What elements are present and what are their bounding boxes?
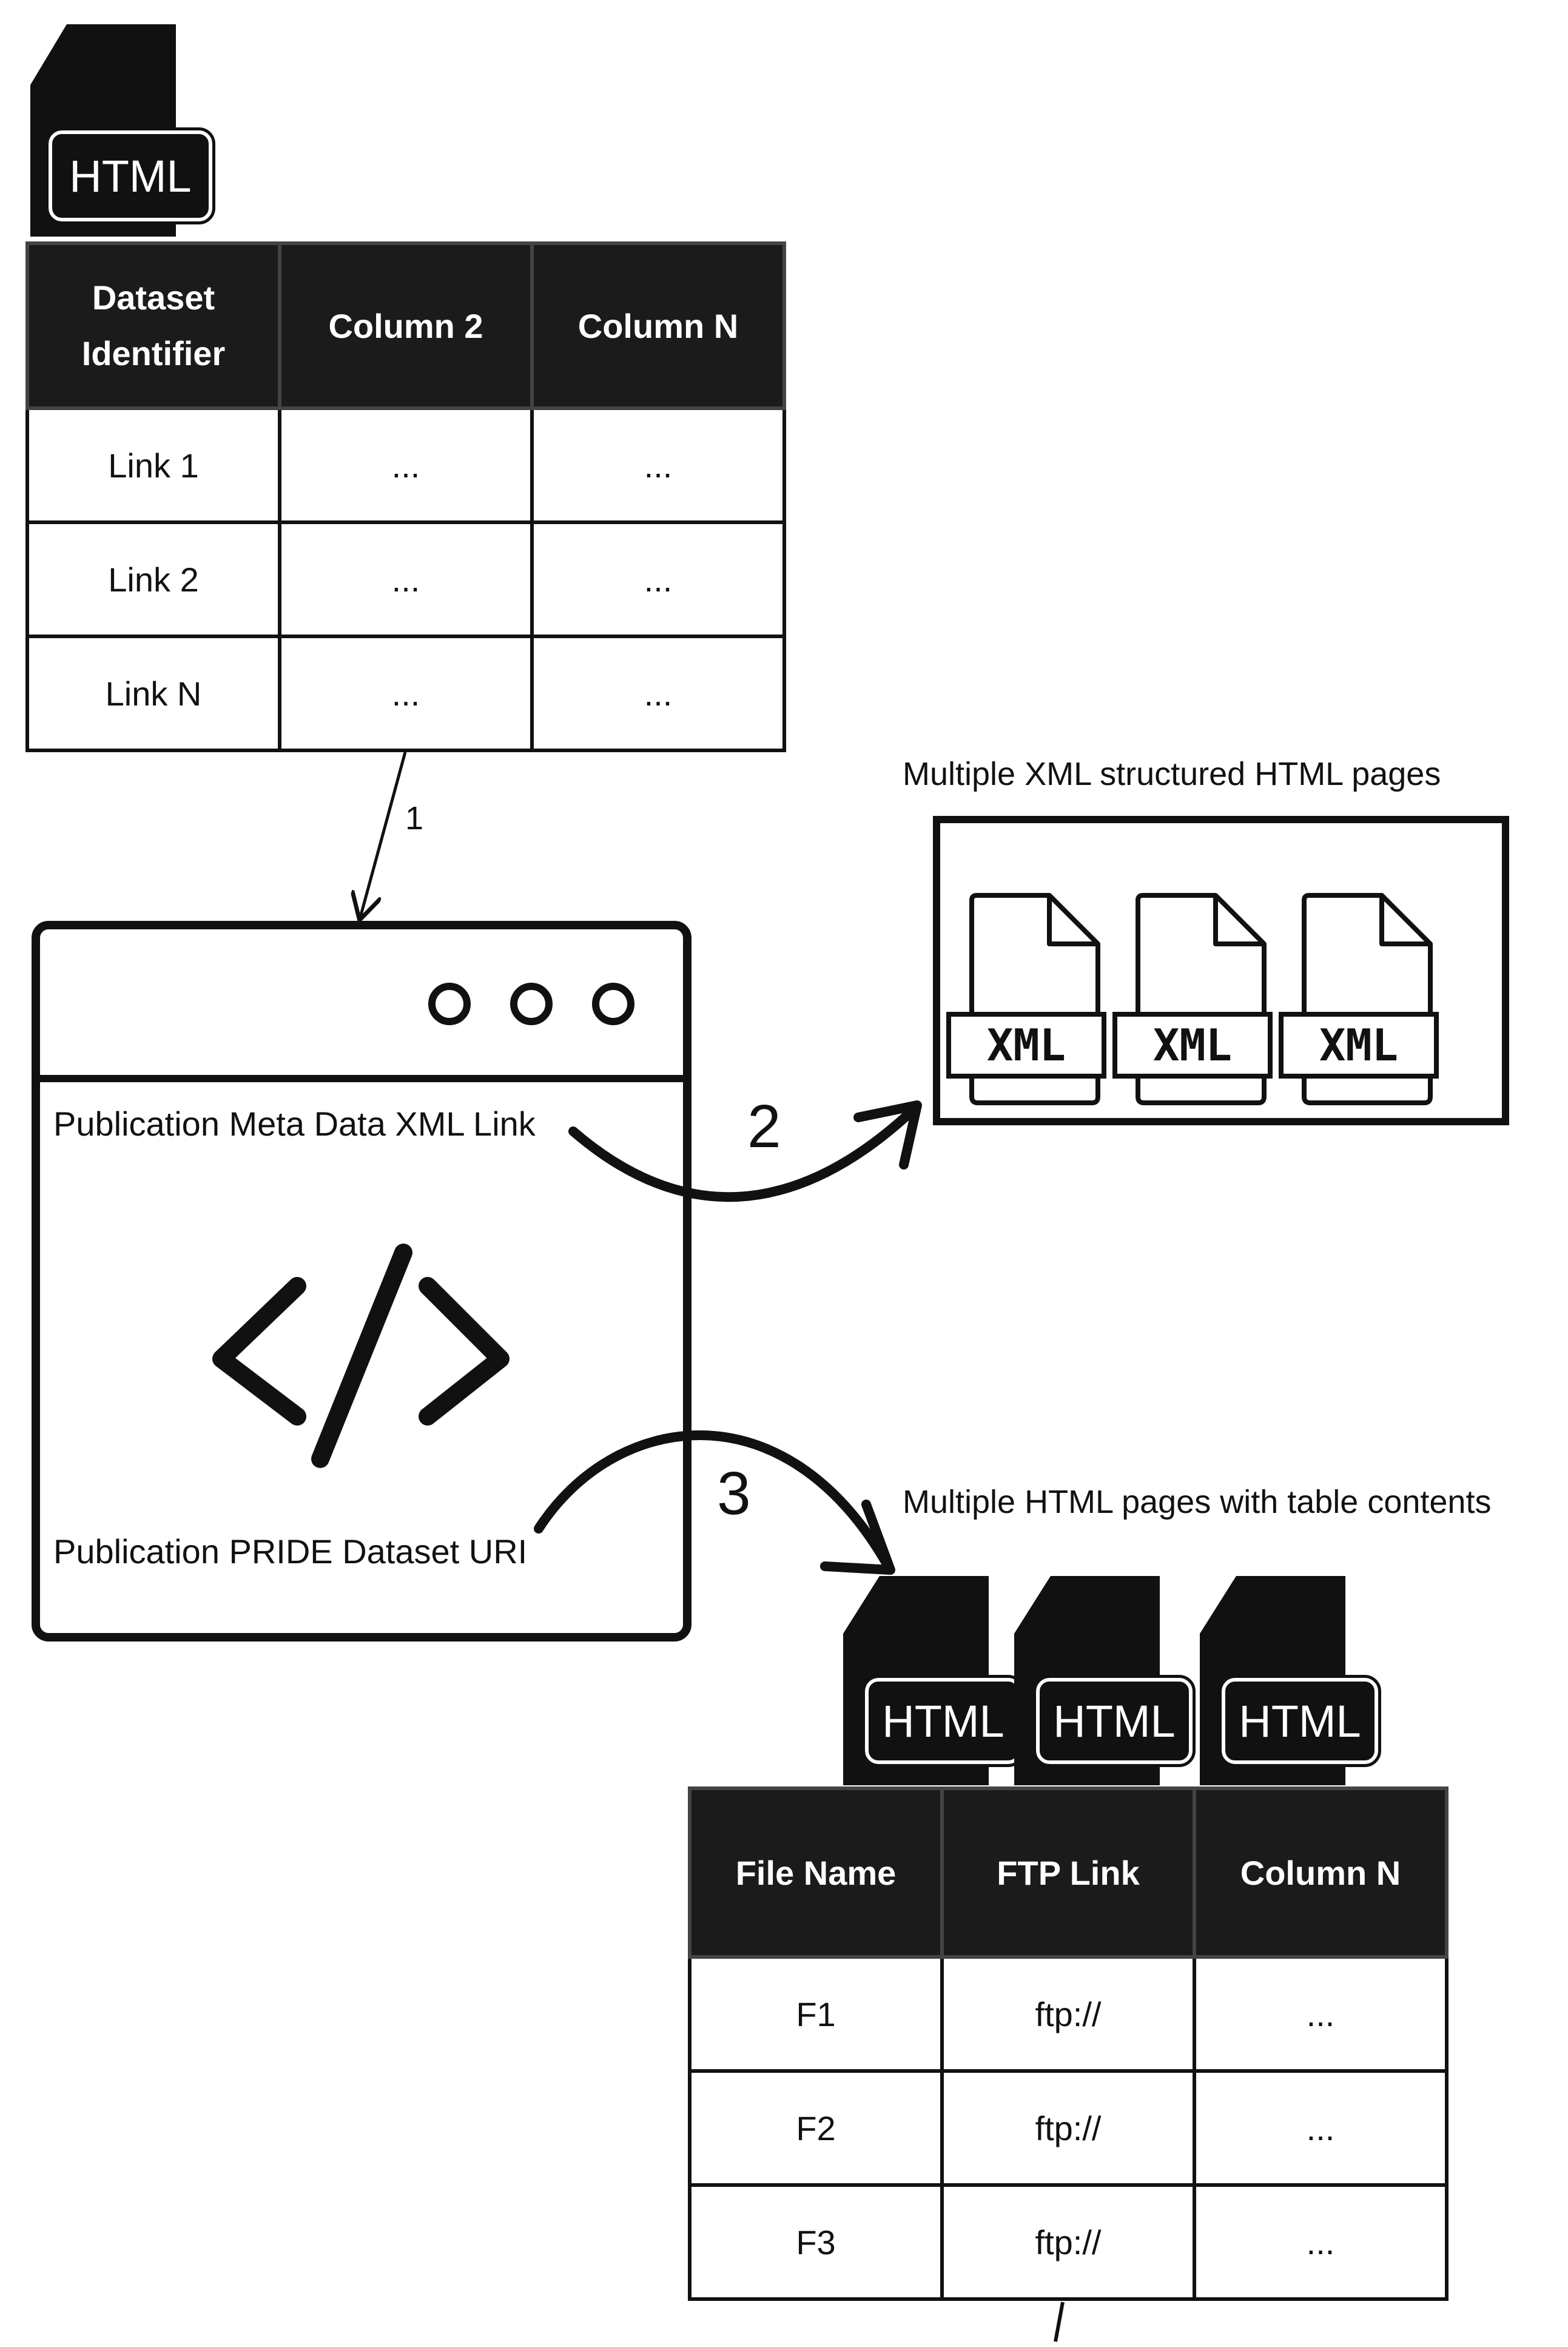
continuation-line bbox=[1054, 2302, 1065, 2342]
table-cell: ... bbox=[278, 635, 534, 752]
table-cell: ... bbox=[278, 520, 534, 638]
table-header: Dataset Identifier bbox=[25, 241, 281, 410]
html-tag: HTML bbox=[1219, 1675, 1381, 1767]
table-header: Column N bbox=[530, 241, 786, 410]
html-file-icon: HTML bbox=[843, 1576, 1025, 1785]
xml-group-caption: Multiple XML structured HTML pages bbox=[903, 756, 1441, 792]
ftp-link-cell[interactable]: ftp:// bbox=[940, 2069, 1196, 2187]
step-2-arrow bbox=[568, 1100, 922, 1202]
file-table: File Name FTP Link Column N F1 ftp:// ..… bbox=[688, 1786, 1449, 2301]
xml-tag: XML bbox=[946, 1012, 1106, 1079]
step-1-arrow bbox=[360, 752, 407, 917]
ftp-link-cell[interactable]: ftp:// bbox=[940, 2183, 1196, 2301]
dataset-table: Dataset Identifier Column 2 Column N Lin… bbox=[25, 241, 786, 752]
browser-window bbox=[32, 921, 691, 1642]
html-file-icon: HTML bbox=[30, 24, 215, 243]
file-name-cell: F2 bbox=[688, 2069, 944, 2187]
table-header: Column N bbox=[1193, 1786, 1449, 1959]
xml-tag: XML bbox=[1279, 1012, 1439, 1079]
table-row: Link 2 ... ... bbox=[25, 520, 786, 638]
html-file-icon: HTML bbox=[1200, 1576, 1382, 1785]
step-1-label: 1 bbox=[405, 800, 424, 837]
step-3-arrow bbox=[534, 1430, 895, 1575]
browser-title-bar bbox=[40, 929, 683, 1082]
html-file-icon: HTML bbox=[1014, 1576, 1196, 1785]
table-row: F3 ftp:// ... bbox=[688, 2183, 1449, 2301]
xml-link-label[interactable]: Publication Meta Data XML Link bbox=[53, 1105, 536, 1143]
table-row: F2 ftp:// ... bbox=[688, 2069, 1449, 2187]
table-cell: ... bbox=[278, 406, 534, 524]
table-cell: ... bbox=[530, 635, 786, 752]
table-cell: ... bbox=[1193, 2069, 1449, 2187]
html-tag: HTML bbox=[1033, 1675, 1196, 1767]
table-cell: ... bbox=[1193, 1955, 1449, 2073]
table-row: Link N ... ... bbox=[25, 635, 786, 752]
file-name-cell: F1 bbox=[688, 1955, 944, 2073]
table-header: Column 2 bbox=[278, 241, 534, 410]
html-group-caption: Multiple HTML pages with table contents bbox=[903, 1484, 1492, 1520]
ftp-link-cell[interactable]: ftp:// bbox=[940, 1955, 1196, 2073]
html-tag: HTML bbox=[45, 127, 215, 224]
dataset-uri-label[interactable]: Publication PRIDE Dataset URI bbox=[53, 1532, 528, 1571]
table-cell: ... bbox=[530, 520, 786, 638]
file-name-cell: F3 bbox=[688, 2183, 944, 2301]
table-row: F1 ftp:// ... bbox=[688, 1955, 1449, 2073]
table-cell: ... bbox=[1193, 2183, 1449, 2301]
dataset-link[interactable]: Link N bbox=[25, 635, 281, 752]
dataset-link[interactable]: Link 2 bbox=[25, 520, 281, 638]
code-icon bbox=[212, 1244, 510, 1468]
step-2-label: 2 bbox=[747, 1093, 781, 1160]
table-header: FTP Link bbox=[940, 1786, 1196, 1959]
table-row: Link 1 ... ... bbox=[25, 406, 786, 524]
step-3-label: 3 bbox=[717, 1460, 751, 1527]
xml-tag: XML bbox=[1112, 1012, 1273, 1079]
dataset-link[interactable]: Link 1 bbox=[25, 406, 281, 524]
html-tag: HTML bbox=[862, 1675, 1025, 1767]
table-cell: ... bbox=[530, 406, 786, 524]
table-header: File Name bbox=[688, 1786, 944, 1959]
